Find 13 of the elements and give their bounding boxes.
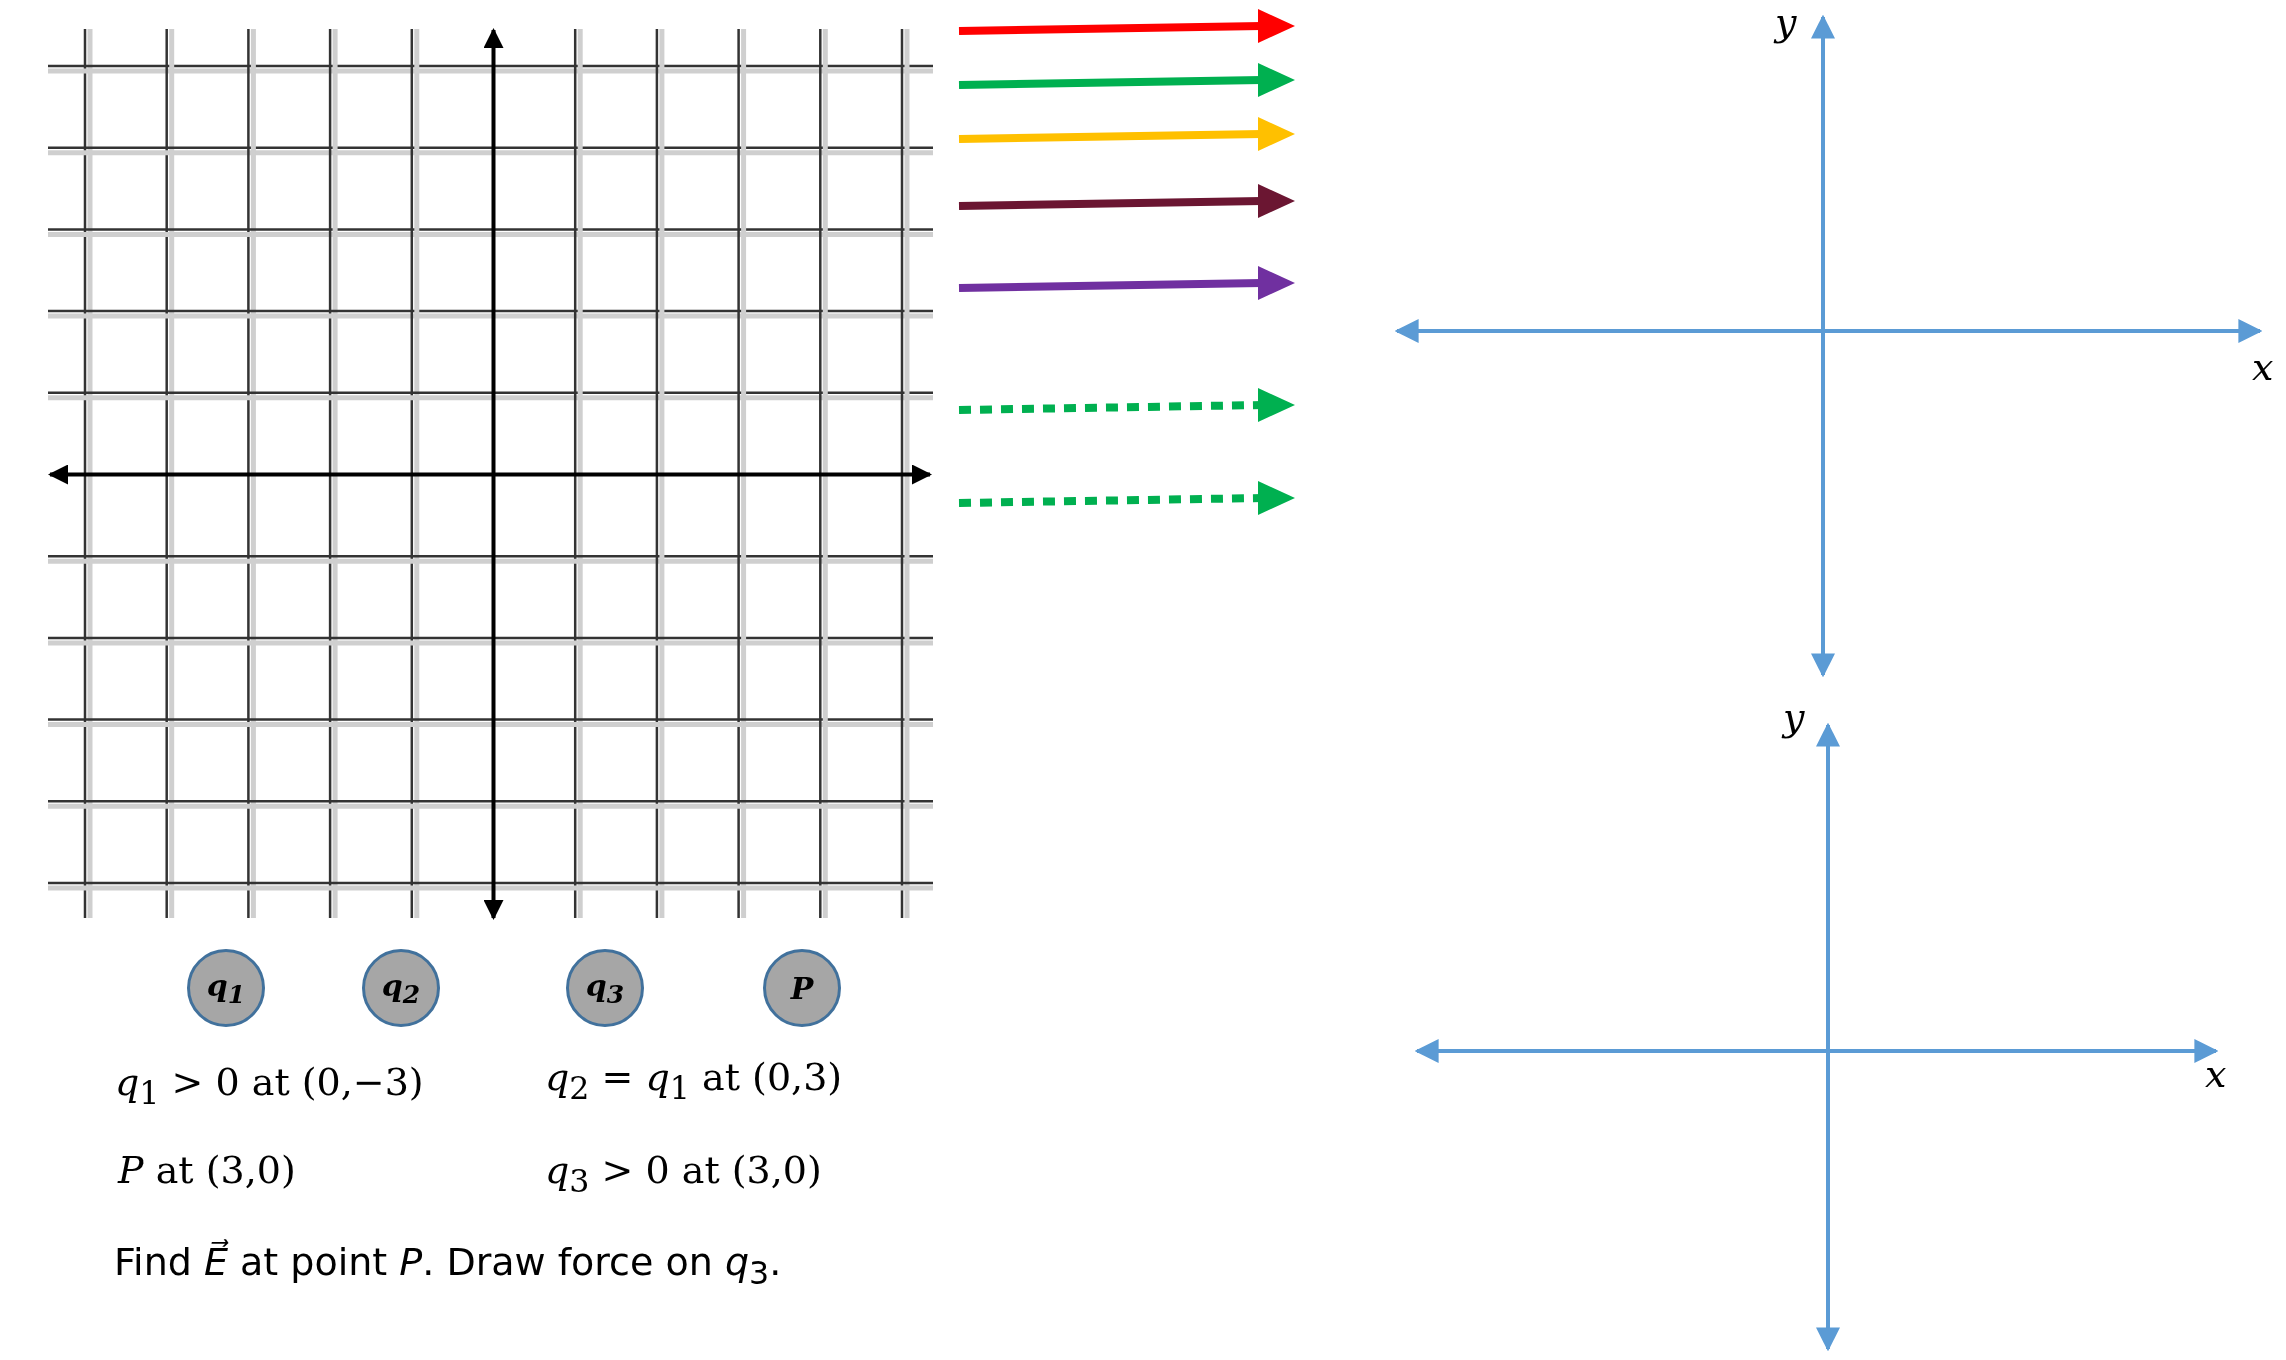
condition-text: P at (3,0) xyxy=(118,1148,296,1192)
condition-text: q$_{2}$ = q$_{1}$ at (0,3) xyxy=(545,1055,843,1106)
charge-label: q$_{2}$ xyxy=(381,967,421,1009)
condition-text: q$_{3}$ > 0 at (3,0) xyxy=(545,1148,822,1199)
charge-label: q$_{3}$ xyxy=(585,967,625,1009)
condition-text: q$_{1}$ > 0 at (0,−3) xyxy=(115,1060,424,1111)
axis-label: y xyxy=(1783,695,1805,739)
axis-label: x xyxy=(2205,1052,2227,1096)
axis-label: y xyxy=(1775,0,1797,44)
charge-label: P xyxy=(790,970,814,1006)
instruction-text: Find E⃗ at point P. Draw force on q$_{3}$. xyxy=(114,1240,782,1291)
axis-label: x xyxy=(2252,345,2274,389)
charge-label: q$_{1}$ xyxy=(206,967,246,1009)
